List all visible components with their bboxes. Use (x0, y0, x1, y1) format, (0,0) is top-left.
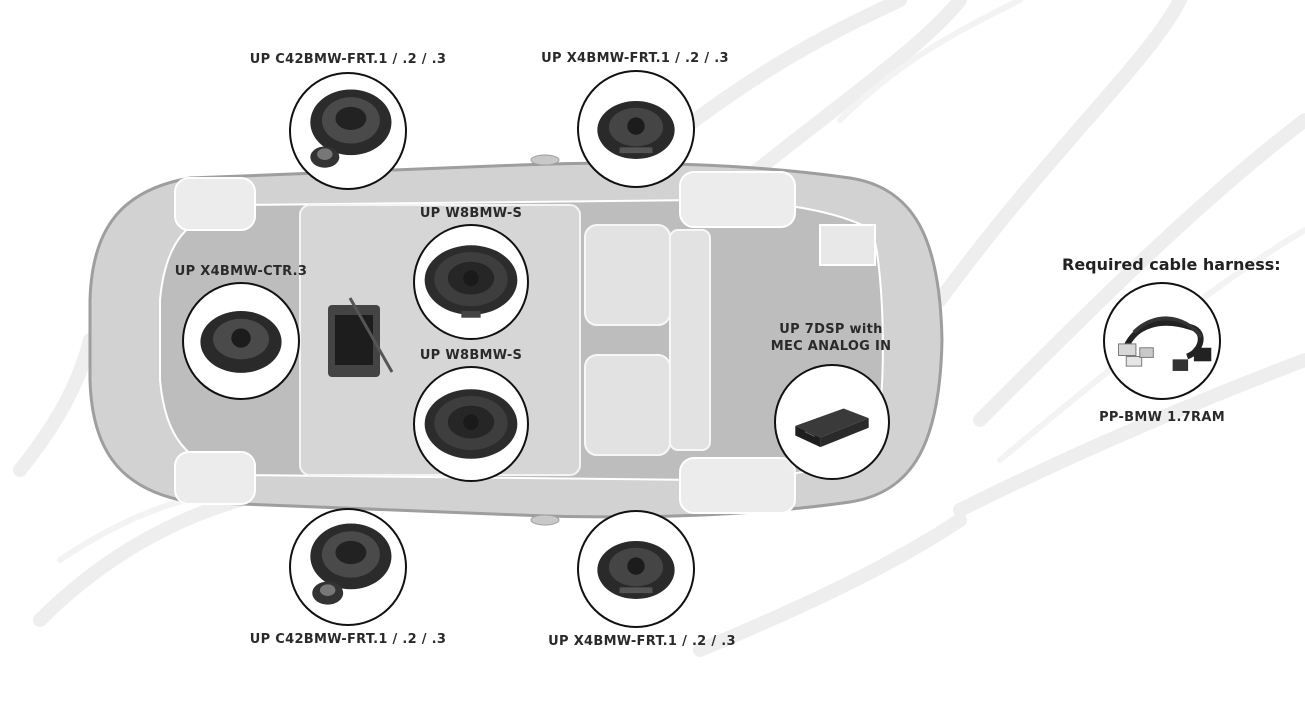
label-subwoofer-front: UP W8BMW-S (419, 206, 523, 221)
rear-seat-right (584, 354, 671, 456)
harness-part-label: PP-BMW 1.7RAM (1099, 410, 1225, 425)
rear-left-component-circle (289, 508, 407, 626)
mirror-right (530, 514, 560, 526)
wheel-front-left (174, 177, 256, 231)
center-speaker-circle (182, 282, 300, 400)
harness-circle (1103, 282, 1221, 400)
mirror-left (530, 154, 560, 166)
head-unit (328, 297, 394, 377)
subwoofer-icon (424, 389, 518, 459)
front-left-component-circle (289, 72, 407, 190)
rear-right-speaker-circle (577, 510, 695, 628)
label-front-right-speaker: UP X4BMW-FRT.1 / .2 / .3 (541, 51, 729, 66)
cable-harness-icon (1118, 316, 1212, 371)
label-front-left-component: UP C42BMW-FRT.1 / .2 / .3 (249, 52, 447, 67)
wheel-rear-left (679, 171, 796, 228)
rear-bench (669, 229, 711, 451)
rear-seat-left (584, 224, 671, 326)
speaker-icon (200, 311, 282, 373)
subwoofer-front-circle (413, 224, 529, 340)
coaxial-speaker-icon (310, 89, 392, 168)
label-rear-right-speaker: UP X4BMW-FRT.1 / .2 / .3 (548, 634, 736, 649)
trunk-panel (819, 224, 876, 266)
label-center-speaker: UP X4BMW-CTR.3 (174, 264, 308, 279)
subwoofer-icon (424, 245, 518, 318)
speaker-icon (597, 540, 675, 599)
harness-title: Required cable harness: (1062, 255, 1281, 274)
label-dsp-line2: MEC ANALOG IN (770, 339, 892, 354)
wheel-front-right (174, 451, 256, 505)
label-rear-left-component: UP C42BMW-FRT.1 / .2 / .3 (249, 632, 447, 647)
front-right-speaker-circle (577, 70, 695, 188)
subwoofer-rear-circle (413, 366, 529, 482)
wheel-rear-right (679, 457, 796, 514)
speaker-icon (597, 100, 675, 159)
label-subwoofer-rear: UP W8BMW-S (419, 348, 523, 363)
dsp-amplifier-icon (795, 408, 869, 448)
label-dsp-line1: UP 7DSP with (779, 322, 883, 337)
dsp-circle (774, 364, 890, 480)
coaxial-speaker-icon (310, 523, 392, 605)
